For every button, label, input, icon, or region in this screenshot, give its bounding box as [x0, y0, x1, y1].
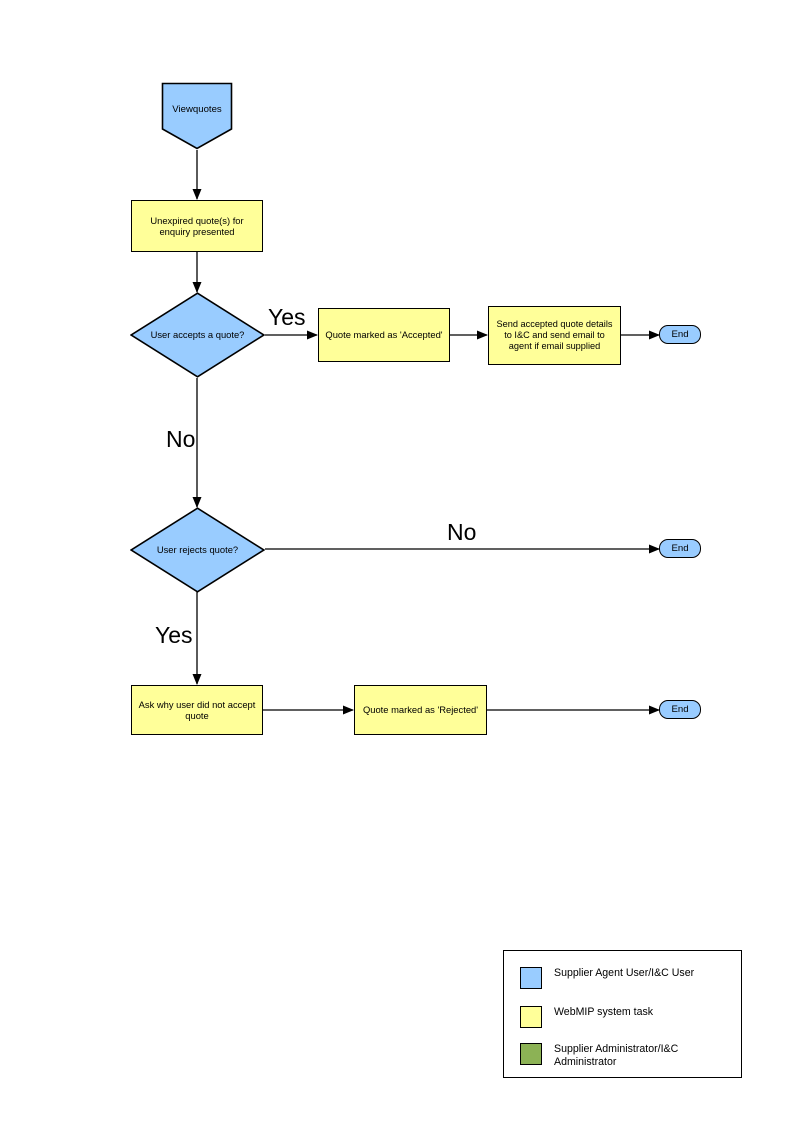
- branch-label-rejects-yes: Yes: [155, 622, 193, 648]
- legend-item-webmip-task: WebMIP system task: [520, 1006, 653, 1028]
- node-unexpired-quotes[interactable]: Unexpired quote(s) for enquiry presented: [131, 200, 263, 252]
- legend-label-supplier-agent: Supplier Agent User/I&C User: [554, 967, 695, 979]
- node-start-label: Viewquotes: [172, 104, 222, 115]
- node-decision-user-accepts[interactable]: User accepts a quote?: [130, 292, 265, 378]
- pentagon-shape: [161, 82, 233, 150]
- node-end-1[interactable]: End: [659, 325, 701, 344]
- node-send-accepted-details[interactable]: Send accepted quote details to I&C and s…: [488, 306, 621, 365]
- branch-label-rejects-no: No: [447, 519, 477, 545]
- branch-label-accepts-no: No: [166, 426, 196, 452]
- legend-swatch-yellow: [520, 1006, 542, 1028]
- node-quote-marked-accepted[interactable]: Quote marked as 'Accepted': [318, 308, 450, 362]
- legend-swatch-blue: [520, 967, 542, 989]
- legend-box: Supplier Agent User/I&C User WebMIP syst…: [503, 950, 742, 1078]
- node-ask-why-not-accepted[interactable]: Ask why user did not accept quote: [131, 685, 263, 735]
- node-end-3[interactable]: End: [659, 700, 701, 719]
- legend-swatch-green: [520, 1043, 542, 1065]
- node-end-2[interactable]: End: [659, 539, 701, 558]
- legend-label-supplier-admin: Supplier Administrator/I&C Administrator: [554, 1043, 679, 1069]
- node-start-viewquotes[interactable]: Viewquotes: [161, 82, 233, 150]
- legend-item-supplier-agent: Supplier Agent User/I&C User: [520, 967, 694, 989]
- legend-label-webmip-task: WebMIP system task: [554, 1006, 654, 1018]
- legend-item-supplier-admin: Supplier Administrator/I&C Administrator: [520, 1043, 734, 1069]
- branch-label-accepts-yes: Yes: [268, 304, 306, 330]
- node-quote-marked-rejected[interactable]: Quote marked as 'Rejected': [354, 685, 487, 735]
- node-decision-user-rejects[interactable]: User rejects quote?: [130, 507, 265, 593]
- diamond-shape: [130, 292, 265, 378]
- diamond-shape: [130, 507, 265, 593]
